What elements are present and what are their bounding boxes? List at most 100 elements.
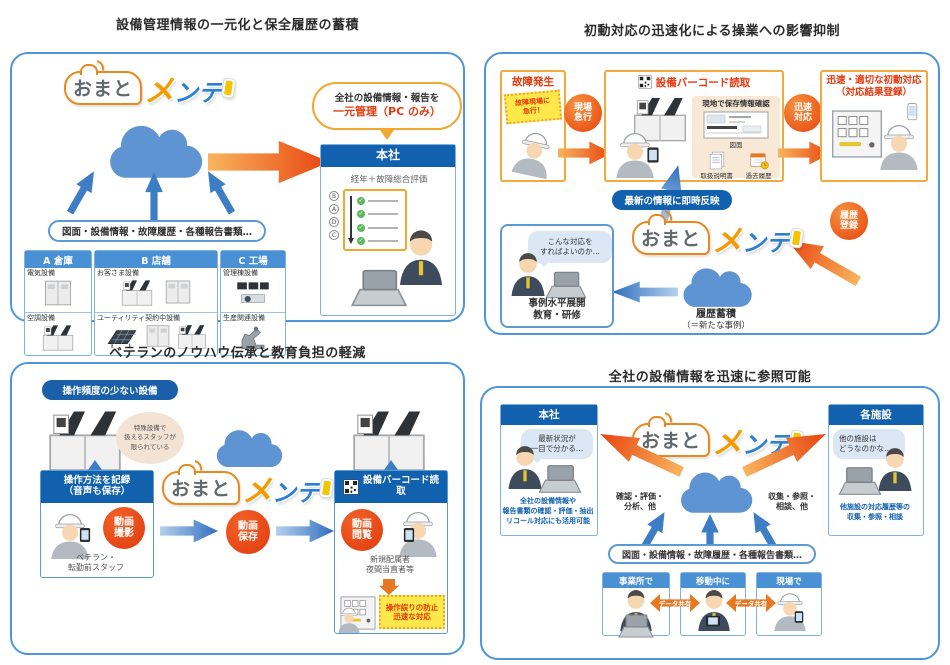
site-b-header: B 店舗: [95, 251, 217, 268]
facilities-box: 各施設 他の施設はどうなのかな… 他施設の対応履歴等の収集・参照・相談: [828, 404, 924, 536]
logo-mente: メンテ: [712, 224, 791, 259]
logo-cloud-badge: おまと: [632, 210, 711, 255]
site-a-cell1: 電気設備: [25, 268, 91, 312]
cloud-icon: [674, 264, 758, 310]
history-register-badge: 履歴登録: [830, 202, 868, 240]
scan-title-row: 設備バーコード読取: [606, 72, 782, 92]
site-c-cell1: 管理棟設備: [221, 268, 285, 312]
tablet-icon: [706, 615, 720, 627]
check-icon: ✓: [357, 236, 365, 245]
save-arrow-right: [276, 519, 334, 543]
site-b-cell1: お客さま設備: [95, 268, 217, 312]
logo-mente: メンテ: [242, 474, 321, 509]
data-share-badge: データ共有: [650, 594, 700, 612]
laptop-icon: [838, 467, 882, 495]
tablet-icon: [79, 528, 91, 542]
video-record-circle: 動画撮影: [103, 507, 145, 549]
antenna-icon: [193, 460, 204, 471]
omato-mente-logo: おまと メンテ: [64, 60, 236, 110]
video-view-circle: 動画閲覧: [341, 509, 383, 551]
omato-mente-logo: おまと メンテ: [162, 460, 334, 510]
worker-illustration: [338, 607, 360, 633]
cloud-icon: [672, 468, 758, 516]
barcode-scan-box: 設備バーコード読取 現地で保存情報確認 図面 取扱説明書 過去履歴: [604, 70, 784, 182]
drawing-label: 図面: [729, 141, 743, 149]
laptop-icon: [545, 271, 587, 299]
tablet-icon: [794, 611, 804, 623]
facilities-header: 各施設: [829, 405, 923, 425]
antenna-icon: [663, 210, 674, 221]
customer-cabinet-icon: [165, 280, 191, 304]
moving-header: 移動中に: [681, 573, 745, 588]
to-hq-arrow: [208, 140, 330, 184]
site-c-box: C 工場 管理棟設備 生産関連設備: [220, 250, 286, 356]
quick-response-badge: 迅速対応: [784, 94, 822, 132]
site-b-cell2: ユーティリティ契約中設備: [95, 312, 217, 355]
evaluation-checklist: ✓ ✓ ✓ ✓: [343, 189, 407, 251]
rush-badge: 現場急行: [564, 94, 602, 132]
hq-caption: 全社の設備情報や報告書類の確認・評価・抽出リコール対応にも活用可能: [502, 497, 594, 525]
drawing-screenshot: [703, 111, 769, 139]
fault-title: 故障発生: [512, 75, 554, 88]
onsite-icons-row: 取扱説明書 過去履歴: [694, 150, 778, 180]
panel4-title: 全社の設備情報を迅速に参照可能: [608, 370, 812, 385]
record-box: 操作方法を記録（音声も保存） 動画撮影 ベテラン・転勤前スタッフ: [40, 470, 154, 578]
record-caption: ベテラン・転勤前スタッフ: [68, 553, 124, 572]
hq-header: 本社: [501, 405, 597, 425]
logo-cloud-badge: おまと: [162, 460, 241, 505]
laptop-icon: [538, 465, 582, 493]
hq-header: 本社: [321, 145, 455, 167]
check-icon: ✓: [357, 223, 365, 232]
panel4: 本社 最新状況が一目で分かる… 全社の設備情報や報告書類の確認・評価・抽出リコー…: [480, 386, 940, 660]
omato-mente-logo: おまと メンテ: [632, 210, 804, 260]
running-worker-illustration: [510, 129, 557, 180]
onsite-info-title: 現地で保存情報確認: [702, 99, 770, 108]
panel3: 操作頻度の少ない設備 特殊設備で扱えるスタッフが限られている 操作方法を記録（音…: [10, 362, 465, 655]
phone-icon: [789, 228, 804, 248]
upload-arrow: [61, 166, 102, 218]
site-a-cell2: 空調設備: [25, 312, 91, 355]
view-caption: 新規配属者夜間当直者等: [366, 555, 414, 574]
tablet-icon: [647, 147, 659, 163]
site-c-cell2: 生産関連設備: [221, 312, 285, 355]
history-accumulation-caption: 履歴蓄積 （＝新たな事例）: [681, 309, 750, 331]
video-save-circle: 動画保存: [226, 510, 270, 554]
down-arrow: [379, 579, 399, 595]
initial-response-box: 迅速・適切な初動対応（対応結果登録）: [820, 70, 928, 182]
hq-box: 本社 最新状況が一目で分かる… 全社の設備情報や報告書類の確認・評価・抽出リコー…: [500, 404, 598, 536]
box-pointer: [88, 460, 102, 470]
fault-box: 故障発生 故障現場に急行！: [500, 70, 566, 182]
site-a-box: A 倉庫 電気設備 空調設備: [24, 250, 92, 356]
qr-code-icon: [638, 75, 652, 89]
history-calendar-icon: [749, 153, 769, 170]
field-header: 現場で: [757, 573, 821, 588]
panel3-title: ベテランのノウハウ伝承と教育負担の軽減: [109, 346, 366, 361]
laptop-icon: [351, 269, 407, 307]
worker-illustration: [879, 125, 919, 170]
scan-title: 設備バーコード読取: [655, 76, 751, 89]
rush-burst: 故障現場に急行！: [503, 89, 563, 125]
logo-mente: メンテ: [144, 74, 223, 109]
check-icon: ✓: [357, 197, 365, 205]
site-a-header: A 倉庫: [25, 251, 91, 268]
view-box: 設備バーコード読取 動画閲覧 新規配属者夜間当直者等 操作誤りの防止迅速な対応: [334, 470, 448, 634]
reflect-pill: 最新の情報に即時反映: [612, 190, 732, 210]
site-c-header: C 工場: [221, 251, 285, 268]
tablet-icon: [403, 528, 415, 542]
panel1-title: 設備管理情報の一元化と保全履歴の蓄積: [115, 18, 359, 33]
rare-equipment-pill: 操作頻度の少ない設備: [42, 380, 178, 400]
initial-response-title: 迅速・適切な初動対応（対応結果登録）: [826, 75, 922, 98]
control-room-icon: [236, 282, 270, 304]
check-icon: ✓: [357, 210, 365, 219]
logo-cloud-badge: おまと: [632, 412, 711, 457]
central-management-bubble: 全社の設備情報・報告を 一元管理（PC のみ）: [312, 82, 462, 130]
field-box: 現場で: [756, 572, 822, 636]
phone-icon: [319, 478, 334, 498]
facility-caption: 他施設の対応履歴等の収集・参照・相談: [840, 503, 910, 521]
right-arrow-label: 収集・参照・相談、他: [768, 492, 816, 512]
phone-icon: [221, 78, 236, 98]
record-header: 操作方法を記録（音声も保存）: [41, 471, 153, 503]
omato-mente-logo: おまと メンテ: [632, 412, 804, 462]
